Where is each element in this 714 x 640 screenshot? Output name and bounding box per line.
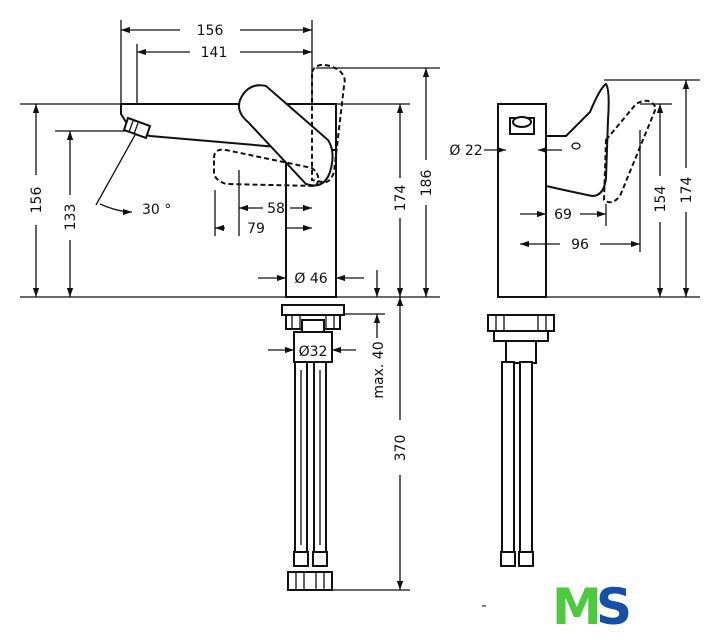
dim-height-spout-top: 156 [29, 187, 45, 214]
dimension-lines-side [32, 26, 430, 590]
dim-angle: 30 ° [142, 202, 171, 218]
lever-handle [238, 84, 334, 187]
dim-height-body: 174 [393, 185, 409, 212]
front-view: Ø 22 69 96 154 174 [449, 79, 700, 567]
dim-height-total-front: 174 [679, 177, 695, 204]
dim-aerator-diameter: Ø 22 [449, 143, 482, 159]
mounting-kit [281, 304, 345, 363]
lever-handle-front [545, 82, 610, 198]
dim-width-overall: 156 [197, 23, 224, 39]
dim-body-reach: 79 [247, 221, 265, 237]
mixer-body-front [497, 103, 547, 298]
lever-position-front [602, 99, 658, 204]
dim-lever-offset: 69 [554, 207, 572, 223]
supply-hoses [287, 361, 333, 591]
dim-height-spout-outlet: 133 [63, 204, 79, 231]
side-view: 156 141 156 133 30 ° 58 79 Ø 46 Ø32 max.… [20, 20, 440, 591]
dim-lever-reach: 58 [267, 201, 285, 217]
dim-width-spout: 141 [201, 45, 228, 61]
lever-position-up [311, 63, 346, 184]
logo-letter-s: S [596, 578, 632, 636]
dimension-lines-front [484, 80, 690, 297]
dim-body-diameter: Ø 46 [294, 271, 327, 287]
dim-lever-height: 154 [653, 186, 669, 213]
logo-letter-m: M [552, 578, 602, 636]
aerator-outlet [122, 116, 152, 140]
dim-hose-length: 370 [393, 435, 409, 462]
dim-height-lever: 186 [419, 170, 435, 197]
lever-position-down [213, 148, 320, 188]
dim-max-thickness: max. 40 [371, 341, 387, 398]
stray-mark: - [481, 598, 486, 614]
brand-logo: M S [552, 578, 632, 636]
dim-lever-reach-front: 96 [571, 237, 589, 253]
mounting-kit-front [487, 314, 555, 364]
dim-thread-diameter: Ø32 [299, 344, 328, 360]
supply-hoses-front [500, 361, 534, 567]
